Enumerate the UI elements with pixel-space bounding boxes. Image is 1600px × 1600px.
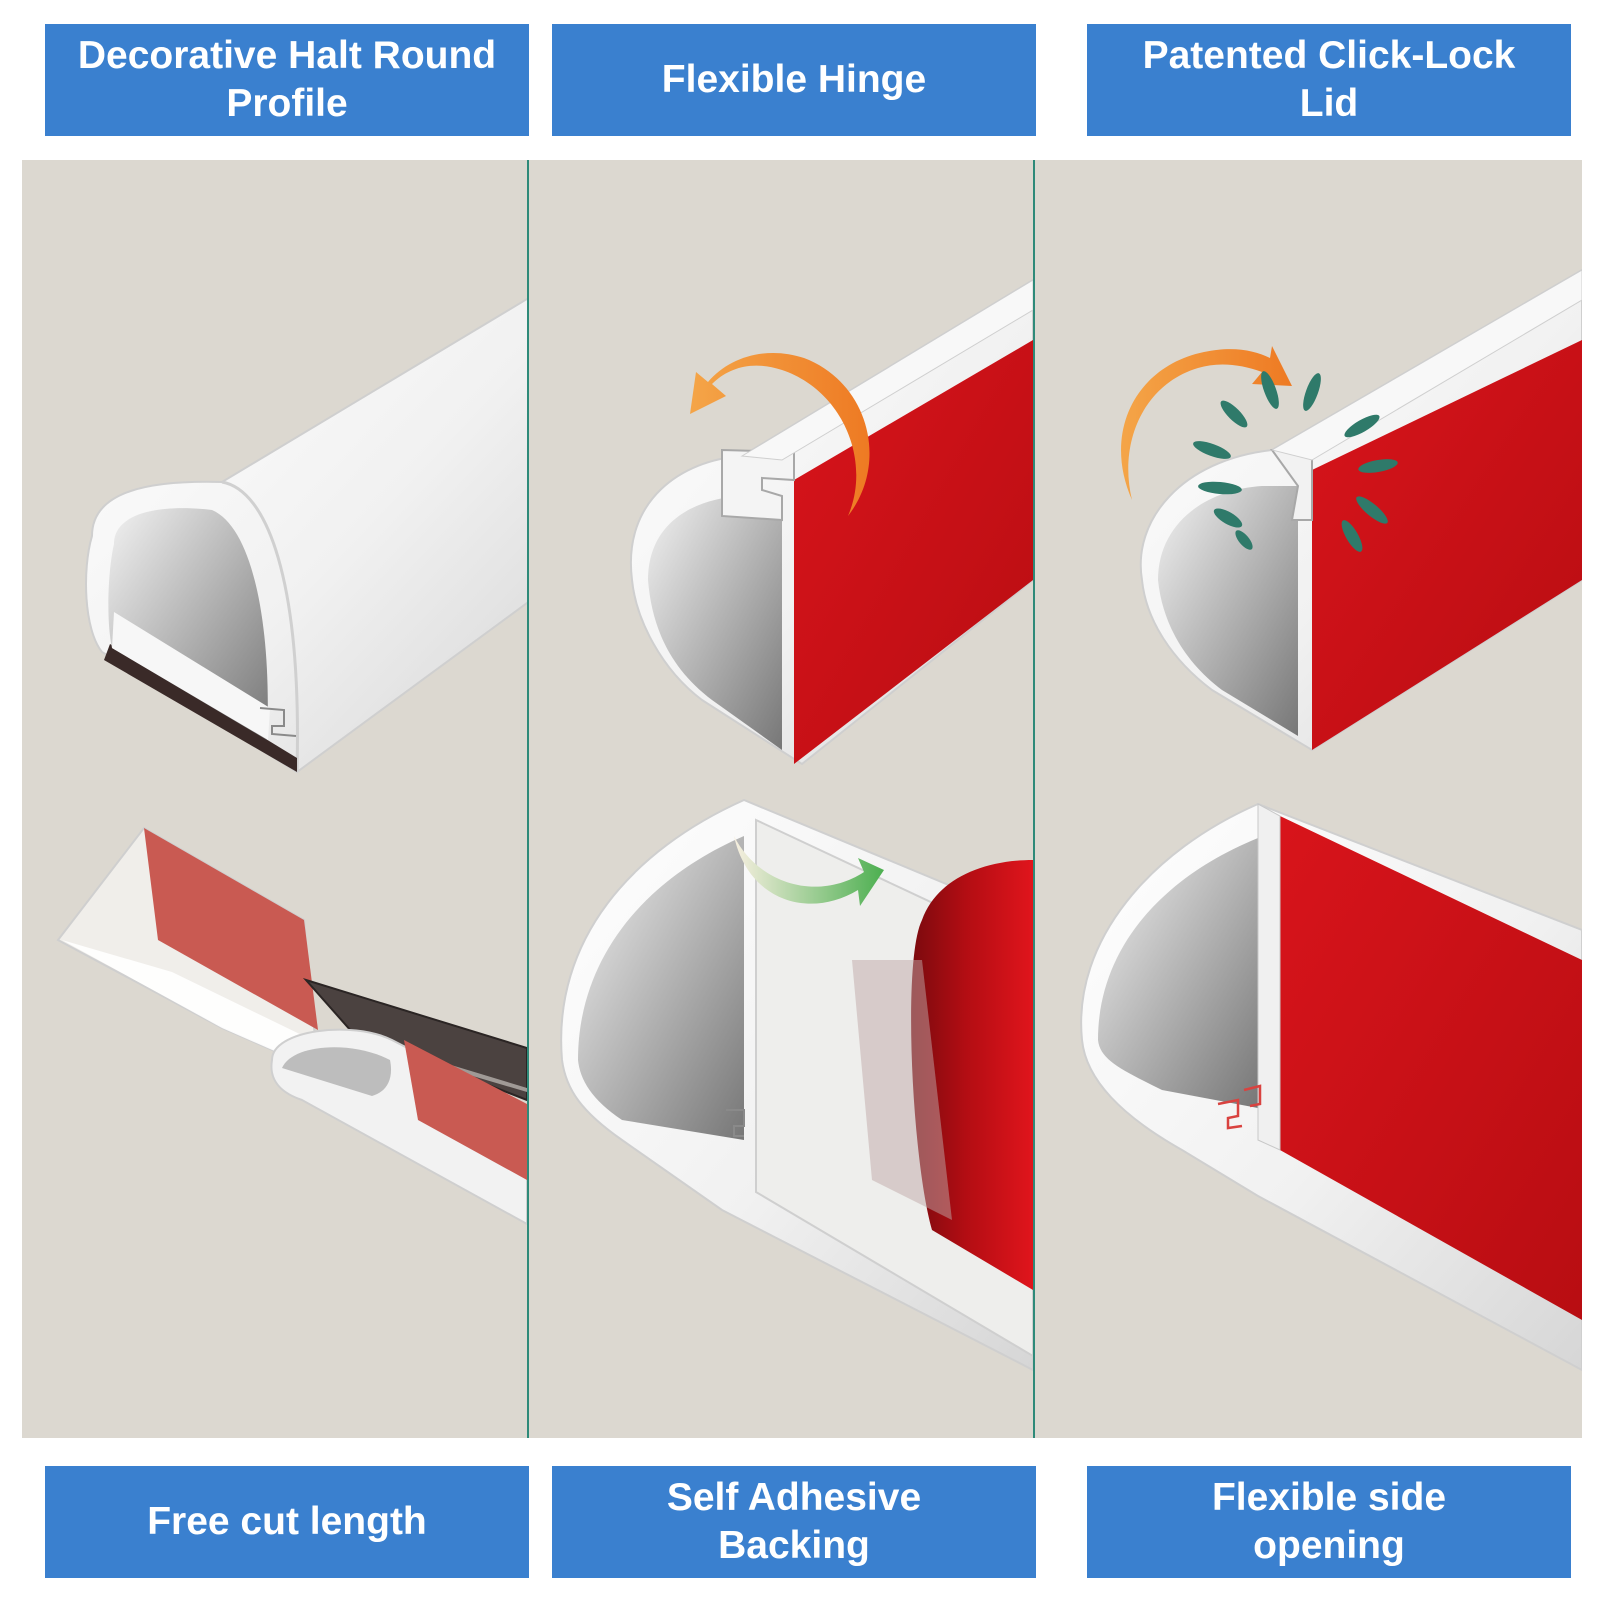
hinge-arrow-icon xyxy=(690,352,870,516)
feature-label-text: Flexible side opening xyxy=(1211,1476,1447,1567)
feature-label-text: Patented Click-Lock Lid xyxy=(1142,34,1516,125)
panel-hinge-adhesive xyxy=(560,278,1033,1372)
feature-label-free-cut-length: Free cut length xyxy=(45,1466,529,1578)
click-lock-raceway-top xyxy=(1139,268,1582,752)
side-opening-raceway-bottom xyxy=(1080,802,1582,1372)
feature-label-text: Free cut length xyxy=(147,1500,427,1544)
half-round-raceway-top xyxy=(85,297,527,774)
feature-label-half-round-profile: Decorative Halt Round Profile xyxy=(45,24,529,136)
panel-cutting xyxy=(56,297,527,1226)
click-sound-marks xyxy=(1193,371,1398,552)
feature-label-text: Self Adhesive Backing xyxy=(666,1476,922,1567)
feature-label-text: Flexible Hinge xyxy=(661,58,927,102)
feature-label-flexible-hinge: Flexible Hinge xyxy=(552,24,1036,136)
adhesive-raceway-bottom xyxy=(560,798,1033,1372)
feature-label-flexible-side-opening: Flexible side opening xyxy=(1087,1466,1571,1578)
cut-raceway-pieces xyxy=(56,826,527,1226)
feature-label-self-adhesive-backing: Self Adhesive Backing xyxy=(552,1466,1036,1578)
raceway-illustrations xyxy=(22,160,1582,1438)
feature-label-text: Decorative Halt Round Profile xyxy=(77,34,497,125)
feature-label-click-lock-lid: Patented Click-Lock Lid xyxy=(1087,24,1571,136)
click-arrow-icon xyxy=(1121,346,1292,500)
panel-click-lock xyxy=(1080,268,1582,1372)
illustration-svg xyxy=(22,160,1582,1438)
peel-arrow-icon xyxy=(734,836,884,906)
